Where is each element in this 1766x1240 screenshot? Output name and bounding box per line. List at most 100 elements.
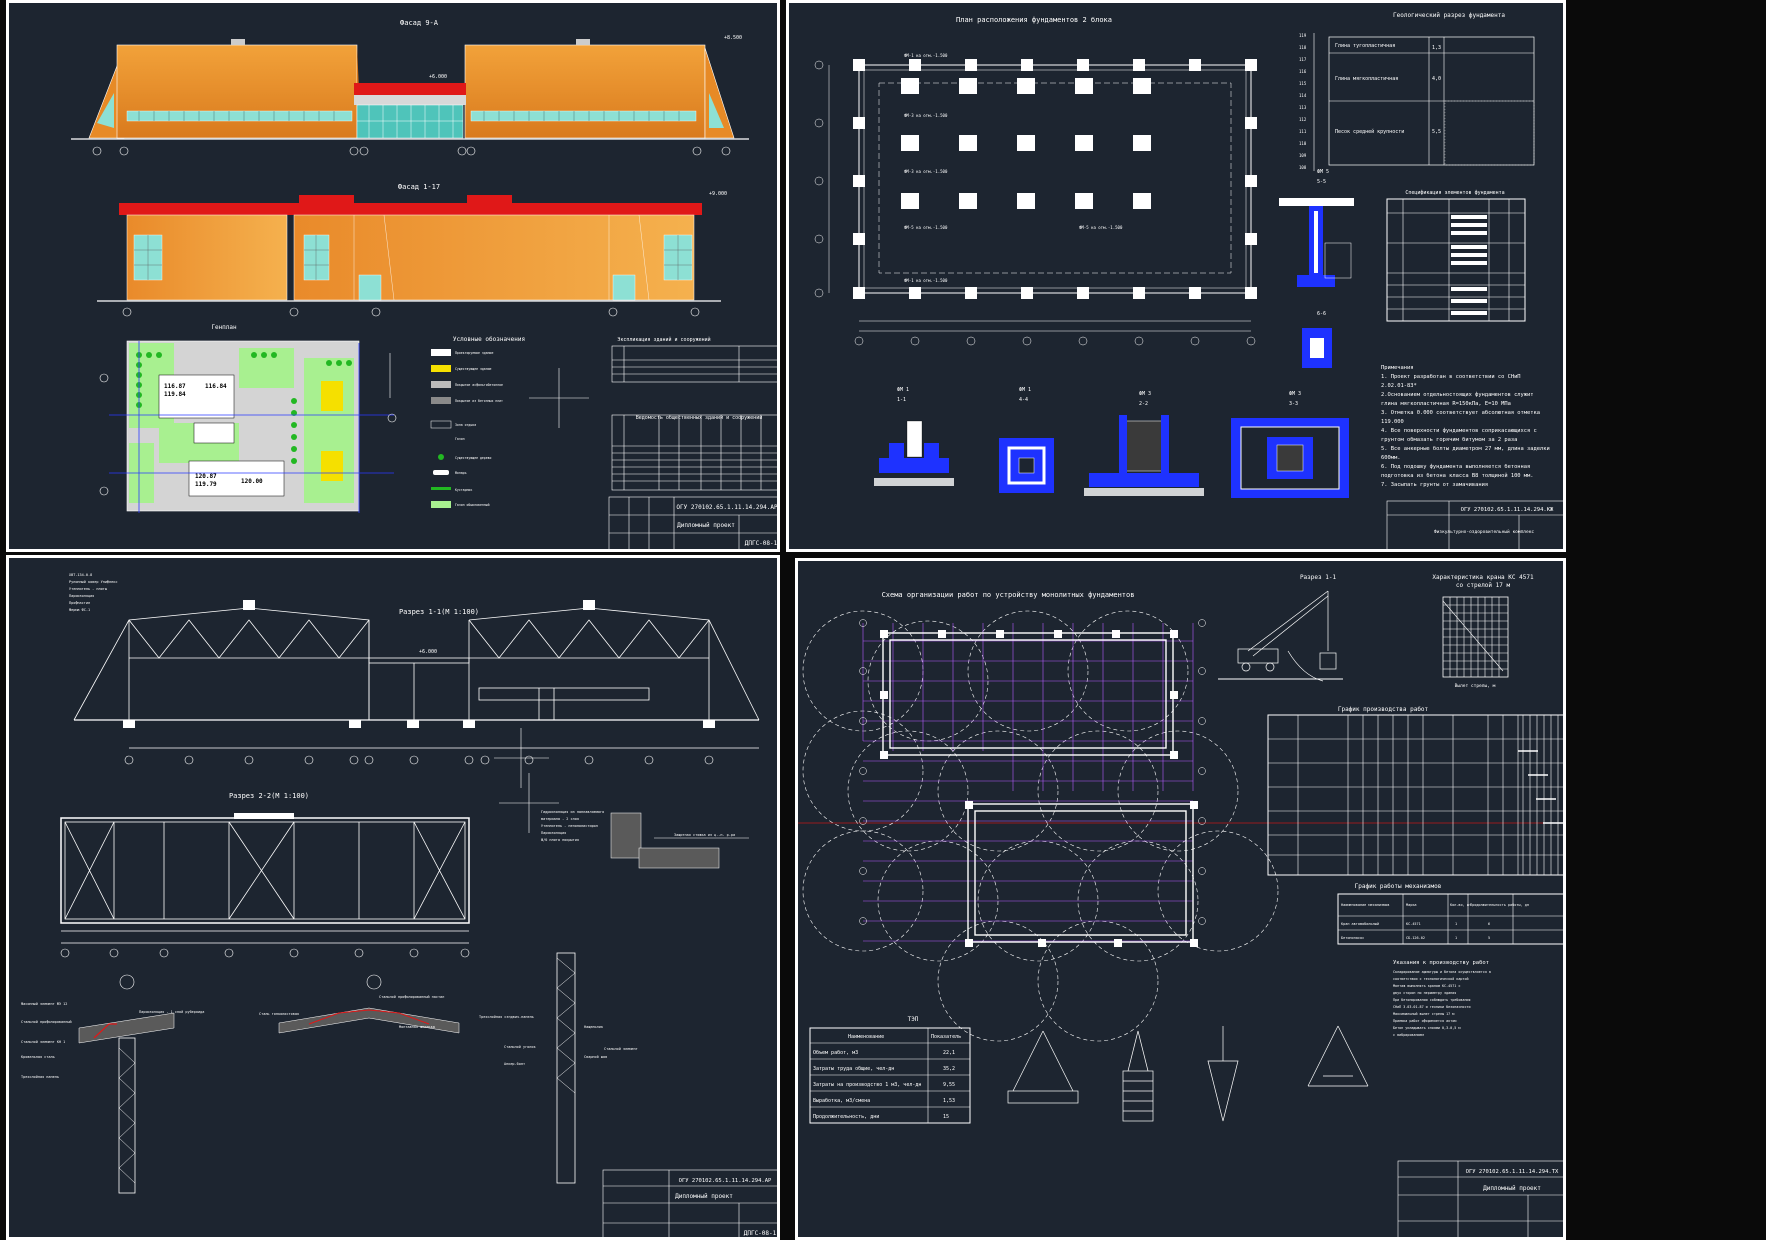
- svg-text:с вибрированием: с вибрированием: [1393, 1032, 1424, 1037]
- foundations-drawing: План расположения фундаментов 2 блока ФМ…: [814, 12, 1563, 549]
- legend-title: Условные обозначения: [453, 336, 525, 343]
- title-block-tk: ОГУ 270102.65.1.11.14.294.ТХ Дипломный п…: [1397, 1160, 1563, 1237]
- svg-text:115: 115: [1299, 81, 1307, 86]
- crane-elevation: [1218, 590, 1343, 682]
- svg-text:Приемка работ оформляется акто: Приемка работ оформляется актом: [1393, 1018, 1456, 1023]
- svg-text:116: 116: [1299, 69, 1307, 74]
- vedomost-title: Ведомость общественных зданий и сооружен…: [636, 414, 762, 421]
- geo-thick-3: 5,5: [1432, 129, 1441, 135]
- svg-text:КС-4571: КС-4571: [1406, 922, 1421, 926]
- stamp-title-kzh: Физкультурно-оздоровительный комплекс: [1434, 529, 1535, 535]
- fm-label-2: ФМ-3 на отм.-1.500: [904, 113, 948, 118]
- svg-text:22,1: 22,1: [943, 1050, 955, 1056]
- svg-text:грунтом обмазать горячим битум: грунтом обмазать горячим битумом за 2 ра…: [1381, 436, 1517, 443]
- sheet-architecture: Фасад 9-А: [6, 0, 780, 552]
- svg-text:Объем работ, м3: Объем работ, м3: [813, 1049, 858, 1056]
- svg-text:соответствии с технологической: соответствии с технологической картой: [1393, 977, 1469, 981]
- elev-c: 116.84: [205, 383, 227, 390]
- title-block-kr: ОГУ 270102.65.1.11.14.294.АР Дипломный п…: [602, 1169, 777, 1237]
- svg-text:+6.000: +6.000: [429, 74, 447, 80]
- svg-text:Рулонный ковер Унифлекс: Рулонный ковер Унифлекс: [69, 580, 117, 584]
- plan-title: План расположения фундаментов 2 блока: [956, 16, 1112, 24]
- stamp-code-kzh: ОГУ 270102.65.1.11.14.294.КЖ: [1461, 507, 1554, 513]
- svg-text:118: 118: [1299, 45, 1307, 50]
- svg-text:ФМ 1: ФМ 1: [897, 387, 909, 393]
- svg-text:Выработка, м3/смена: Выработка, м3/смена: [813, 1097, 870, 1104]
- facade-2: +9.000: [97, 191, 727, 317]
- node-note: Пароизоляция - 1 слой рубероида: [139, 1009, 204, 1014]
- svg-text:3. Отметка 0.000 соответствует: 3. Отметка 0.000 соответствует абсолютна…: [1381, 409, 1540, 416]
- crane-x-label: Вылет стрелы, м: [1455, 683, 1496, 689]
- elev-e: 119.79: [195, 481, 217, 488]
- crane-title: Характеристика крана КС 4571: [1432, 574, 1534, 581]
- svg-text:Пароизоляция: Пароизоляция: [541, 831, 566, 835]
- svg-text:9,55: 9,55: [943, 1082, 955, 1088]
- svg-text:двух сторон по периметру здани: двух сторон по периметру здания: [1393, 991, 1456, 995]
- node-label: Стальной профилированный настил: [379, 995, 444, 999]
- stamp-code-tk: ОГУ 270102.65.1.11.14.294.ТХ: [1466, 1169, 1559, 1175]
- instructions-title: Указания к производству работ: [1393, 959, 1489, 966]
- svg-text:Продолжительность работы, дн: Продолжительность работы, дн: [1470, 902, 1529, 907]
- geo-title: Геологический разрез фундамента: [1393, 12, 1505, 19]
- site-plan-title: Генплан: [211, 324, 237, 331]
- crane-subtitle: со стрелой 17 м: [1456, 582, 1511, 589]
- title-block-ar: ОГУ 270102.65.1.11.14.294.АР Дипломный п…: [608, 496, 777, 549]
- svg-text:6. Под подошву фундамента выпо: 6. Под подошву фундамента выполняется бе…: [1381, 463, 1530, 470]
- svg-text:Анкер-болт: Анкер-болт: [504, 1061, 525, 1066]
- svg-text:5-5: 5-5: [1317, 179, 1326, 185]
- svg-text:2.02.01-83*: 2.02.01-83*: [1381, 383, 1417, 389]
- svg-text:5: 5: [1488, 936, 1490, 940]
- tep-table: [809, 1027, 971, 1124]
- svg-text:15: 15: [943, 1114, 949, 1120]
- axis-grid-purple: [862, 623, 1194, 942]
- svg-text:1,53: 1,53: [943, 1098, 955, 1104]
- svg-text:Складирование арматуры и бетон: Складирование арматуры и бетона осуществ…: [1393, 969, 1491, 974]
- svg-text:Марка: Марка: [1406, 903, 1417, 907]
- svg-text:СНиП 3.03.01-87 и техники безо: СНиП 3.03.01-87 и техники безопасности: [1393, 1004, 1471, 1009]
- section-2-2: [60, 817, 470, 944]
- fm-label-1: ФМ-1 на отм.-1.500: [904, 53, 948, 58]
- section-2-title: Разрез 2-2(М 1:100): [229, 792, 309, 800]
- svg-text:Сварной шов: Сварной шов: [584, 1055, 607, 1059]
- fm5-section: ФМ 5 5-5 6-6: [1279, 169, 1354, 368]
- svg-text:глина мягкопластичная R=150кПа: глина мягкопластичная R=150кПа, Е=10 МПа: [1381, 401, 1511, 407]
- node-detail-2: Фасонный элемент ФЭ 12 Стальной профилир…: [21, 974, 204, 1194]
- spec-title: Спецификация элементов фундамента: [1405, 190, 1504, 196]
- svg-text:Защитная стяжка из ц.-п. р-ра: Защитная стяжка из ц.-п. р-ра: [674, 833, 735, 837]
- svg-text:1. Проект разработан в соответ: 1. Проект разработан в соответствии со С…: [1381, 373, 1521, 380]
- svg-text:109: 109: [1299, 153, 1307, 158]
- mech-table: [1337, 893, 1563, 945]
- geo-thick-1: 1,3: [1432, 45, 1441, 51]
- svg-text:Нащельник: Нащельник: [584, 1025, 604, 1029]
- svg-text:35,2: 35,2: [943, 1066, 955, 1072]
- svg-text:Стальной элемент: Стальной элемент: [604, 1047, 638, 1051]
- svg-text:119.000: 119.000: [1381, 419, 1404, 425]
- svg-text:117: 117: [1299, 57, 1307, 62]
- explication-title: Экспликация зданий и сооружений: [617, 337, 710, 343]
- svg-text:Стальной элемент КН 1: Стальной элемент КН 1: [21, 1040, 65, 1044]
- geo-layer-2: Глина мягкопластичная: [1335, 76, 1398, 82]
- stamp-sheet-kr: ДПГС-08-1: [744, 1230, 777, 1237]
- svg-text:6-6: 6-6: [1317, 311, 1326, 317]
- svg-text:подготовка из бетона класса В8: подготовка из бетона класса В8 толщиной …: [1381, 472, 1534, 479]
- facade-2-title: Фасад 1-17: [398, 183, 440, 191]
- spec-table: [1386, 198, 1526, 322]
- svg-text:Фонарь: Фонарь: [455, 471, 467, 475]
- elev-d: 120.87: [195, 473, 217, 480]
- svg-text:Наименование механизмов: Наименование механизмов: [1341, 903, 1389, 907]
- elev-a: 116.87: [164, 383, 186, 390]
- svg-text:материала - 2 слоя: материала - 2 слоя: [541, 817, 579, 821]
- foundation-plan: ФМ-1 на отм.-1.500 ФМ-3 на отм.-1.500 ФМ…: [814, 53, 1257, 346]
- schedule-title: График производства работ: [1338, 706, 1429, 713]
- fm-label-6: ФМ-5 на отм.-1.500: [1079, 225, 1123, 230]
- geo-section: Глина тугопластичная Глина мягкопластичн…: [1299, 33, 1535, 171]
- svg-text:Монтажная шпилька: Монтажная шпилька: [399, 1025, 435, 1029]
- svg-text:4-4: 4-4: [1019, 397, 1028, 403]
- svg-text:ХВТ-134-0.8: ХВТ-134-0.8: [69, 573, 92, 577]
- svg-text:Стальной уголок: Стальной уголок: [504, 1045, 537, 1049]
- sheet-foundations: План расположения фундаментов 2 блока ФМ…: [786, 0, 1566, 552]
- stamp-project-ar: Дипломный проект: [677, 522, 735, 529]
- schedule-table: [1267, 714, 1563, 876]
- svg-text:Существующее дерево: Существующее дерево: [455, 456, 492, 460]
